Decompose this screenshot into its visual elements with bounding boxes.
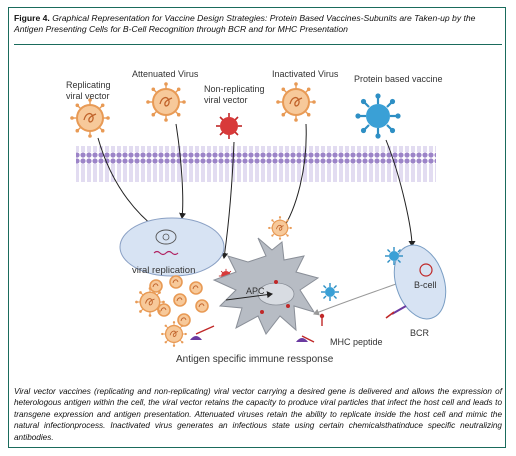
figure-description: Viral vector vaccines (replicating and n… xyxy=(14,387,502,442)
mhc-peptide-label: MHC peptide xyxy=(330,337,383,347)
apc-label: APC xyxy=(246,286,265,296)
figure-label: Figure 4. xyxy=(14,13,50,23)
immune-response-label: Antigen specific immune ressponse xyxy=(176,354,334,365)
inactivated-label: Inactivated Virus xyxy=(272,69,339,79)
nucleus-icon xyxy=(155,229,177,245)
figure-caption: Figure 4. Graphical Representation for V… xyxy=(14,13,500,35)
attenuated-virus-icon xyxy=(145,81,187,123)
inactivated-near-apc-icon xyxy=(267,215,293,241)
bcr-antigen-icon xyxy=(384,246,404,266)
bcr-label: BCR xyxy=(410,328,430,338)
arrow-into-apc xyxy=(225,291,273,301)
caption-divider xyxy=(14,44,502,45)
arrow-bcell-to-apc xyxy=(313,283,397,316)
viral-replication-label: viral replication xyxy=(132,265,195,276)
attenuated-label: Attenuated Virus xyxy=(132,69,199,79)
protein-label: Protein based vaccine xyxy=(354,74,443,84)
vaccine-diagram: Replicating viral vector Attenuated Viru… xyxy=(66,69,447,365)
released-virus-icon-2 xyxy=(160,320,188,348)
protein-near-apc-icon xyxy=(320,282,340,302)
arrow-protein xyxy=(385,139,416,247)
mhc-molecules xyxy=(260,280,290,314)
nonreplicating-vector-icon xyxy=(215,112,243,140)
released-virus-icon-1 xyxy=(134,286,166,318)
infected-cell xyxy=(119,217,225,277)
inactivated-virus-icon xyxy=(275,81,317,123)
protein-vaccine-icon xyxy=(354,92,402,140)
nonreplicating-label-1: Non-replicating xyxy=(204,84,265,94)
receptor-left-icon xyxy=(190,325,215,340)
arrow-attenuated xyxy=(175,123,187,219)
b-cell-nucleus-icon xyxy=(419,263,433,277)
replicating-label-1: Replicating xyxy=(66,80,111,90)
figure-frame xyxy=(8,7,506,448)
mhc-peptide-icon xyxy=(319,313,325,326)
arrow-nonreplicating xyxy=(221,141,235,259)
replicating-label-2: viral vector xyxy=(66,91,110,101)
b-cell-label: B-cell xyxy=(414,280,437,290)
rna-icon xyxy=(153,250,179,256)
b-cell xyxy=(393,244,447,320)
figure-title: Graphical Representation for Vaccine Des… xyxy=(14,13,476,34)
bcr-receptor-icon xyxy=(385,305,407,319)
replicating-vector-icon xyxy=(69,97,111,139)
receptor-right-icon xyxy=(296,335,315,343)
nonreplicating-label-2: viral vector xyxy=(204,95,248,105)
cell-membrane xyxy=(76,146,436,182)
